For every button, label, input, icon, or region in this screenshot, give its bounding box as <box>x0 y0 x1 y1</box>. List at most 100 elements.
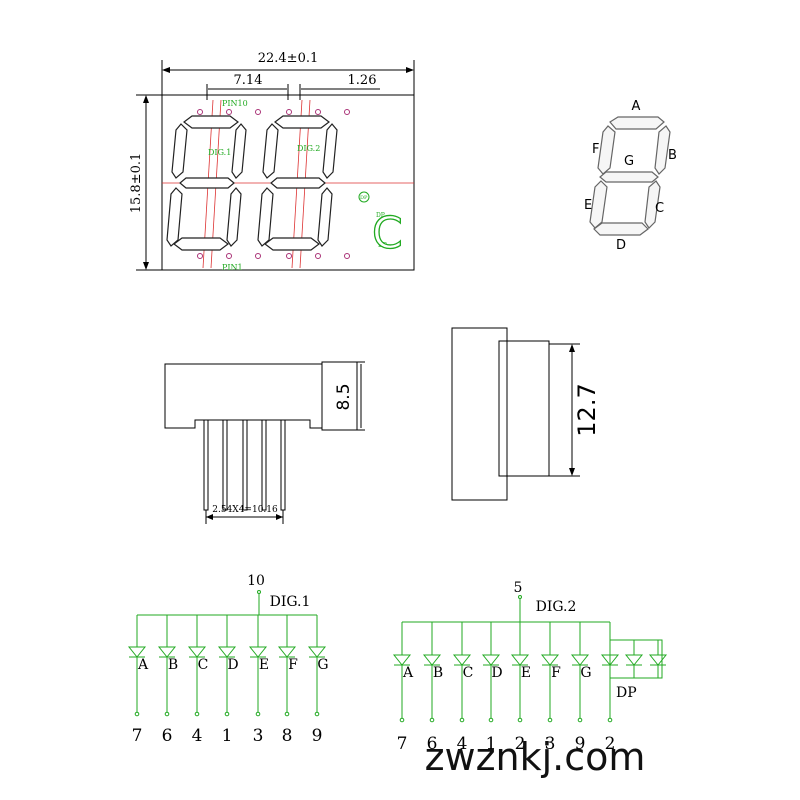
dig1-pin-number: 4 <box>192 726 203 746</box>
dig1-segment-label: F <box>288 657 298 673</box>
dig1-front-label: DIG.1 <box>208 148 231 157</box>
dig2-pin-terminal <box>607 717 613 723</box>
dig2-title: DIG.2 <box>536 599 577 615</box>
dig1-segment-label: B <box>168 657 178 673</box>
dig2-pin-number: 3 <box>545 734 556 754</box>
dig2-pin-number: 2 <box>515 734 526 754</box>
dig2-pin-terminal <box>488 717 494 723</box>
pin1-label: PIN1 <box>222 263 243 272</box>
dig1-pin-terminal <box>314 711 320 717</box>
width-dimension-text: 22.4±0.1 <box>258 51 319 66</box>
dig1-common-pin: 10 <box>247 573 265 589</box>
digit-2-front <box>257 115 338 251</box>
pin-pads <box>197 109 350 259</box>
dig1-pin-terminal <box>284 711 290 717</box>
end-pin-block <box>498 340 550 477</box>
pin10-label: PIN10 <box>222 99 248 108</box>
degree-symbol <box>358 191 370 203</box>
dig2-diode-symbol <box>422 654 442 666</box>
digit-1-front <box>166 115 247 251</box>
dig2-diode-symbol <box>392 654 412 666</box>
side-body-outline <box>164 361 358 431</box>
dig2-dp-label: DP <box>616 685 637 701</box>
schematic-dig1: 10 DIG.1 A 7 B 6 C 4 D 1 E 3 F 8 G 9 <box>127 573 329 746</box>
segment-label-b: B <box>668 148 677 163</box>
dp-network-frame <box>609 639 663 679</box>
dig1-pin-number: 9 <box>312 726 323 746</box>
dig1-segment-label: C <box>198 657 209 673</box>
dig2-pin-terminal <box>577 717 583 723</box>
side-view: 8.5 2.54X4=10.16 <box>164 361 365 524</box>
dig2-diode-symbol <box>481 654 501 666</box>
dig1-segment-label: A <box>137 657 149 673</box>
dig2-pin-terminal <box>547 717 553 723</box>
end-view: 12.7 <box>451 327 601 501</box>
dp-label-bottom: DP <box>378 242 387 249</box>
segment-label-d: D <box>616 238 626 253</box>
dig1-pin-number: 1 <box>222 726 233 746</box>
dig1-segment-label: G <box>317 657 328 673</box>
dig2-segment-label: E <box>521 665 531 681</box>
dig2-pin-number: 7 <box>397 734 408 754</box>
dig1-pin-number: 7 <box>132 726 143 746</box>
dig1-diode-symbol <box>127 646 147 658</box>
dp-label-mid: DP <box>376 212 385 219</box>
segment-label-g: G <box>624 154 634 169</box>
dig1-diode-symbol <box>187 646 207 658</box>
dig1-pin-terminal <box>134 711 140 717</box>
dig2-pin-number: 1 <box>486 734 497 754</box>
segment-label-c: C <box>655 201 664 216</box>
dig1-pin-terminal <box>255 711 261 717</box>
watermark-text: zwznkj.com <box>425 735 646 779</box>
segment-label-f: F <box>592 142 599 157</box>
dig2-diode-symbol <box>452 654 472 666</box>
side-pins <box>203 419 286 511</box>
pitch-dimension-text: 7.14 <box>234 73 263 88</box>
dig1-title: DIG.1 <box>270 594 311 610</box>
dig1-segment-label: D <box>227 657 238 673</box>
dig2-pin-number: 6 <box>427 734 438 754</box>
dig2-segment-label: A <box>402 665 414 681</box>
celsius-symbol: C <box>372 208 403 259</box>
dig1-diode-symbol <box>307 646 327 658</box>
dig2-pin-number: 2 <box>605 734 616 754</box>
dig2-front-label: DIG.2 <box>297 144 320 153</box>
dig1-pin-terminal <box>194 711 200 717</box>
height-dimension-text: 15.8±0.1 <box>129 153 144 214</box>
dig1-diode-symbol <box>248 646 268 658</box>
dig2-common-pin: 5 <box>514 580 523 596</box>
dig1-diode-symbol <box>217 646 237 658</box>
end-height-dim: 12.7 <box>573 383 601 436</box>
dig2-segment-label: F <box>551 665 561 681</box>
pin-pitch-dim: 2.54X4=10.16 <box>212 505 278 515</box>
dig2-diode-symbol <box>540 654 560 666</box>
dig2-pin-number: 9 <box>575 734 586 754</box>
dig2-pin-number: 4 <box>457 734 468 754</box>
segment-label-a: A <box>632 99 641 114</box>
offset-dimension-text: 1.26 <box>348 73 377 88</box>
dig1-pin-number: 3 <box>253 726 264 746</box>
dp-diode-symbol <box>648 654 668 666</box>
dig2-diode-symbol <box>570 654 590 666</box>
dig2-pin-terminal <box>517 717 523 723</box>
dig2-pin-terminal <box>459 717 465 723</box>
dig2-pin-terminal <box>429 717 435 723</box>
dp-label-top: DP <box>360 195 368 201</box>
dig1-segment-label: E <box>259 657 269 673</box>
dig1-pin-number: 8 <box>282 726 293 746</box>
dig2-pin-terminal <box>399 717 405 723</box>
dig2-segment-label: B <box>433 665 443 681</box>
front-view: 22.4±0.1 7.14 1.26 15.8±0.1 <box>129 51 415 272</box>
dig2-segment-label: C <box>463 665 474 681</box>
dig1-pin-terminal <box>224 711 230 717</box>
body-height-dim: 8.5 <box>334 383 354 410</box>
segment-legend: A B C D E F G <box>584 99 677 253</box>
dig1-diode-symbol <box>277 646 297 658</box>
dig1-diode-symbol <box>157 646 177 658</box>
dig1-pin-terminal <box>164 711 170 717</box>
dp-diode-symbol <box>624 654 644 666</box>
segment-label-e: E <box>584 198 592 213</box>
dig1-pin-number: 6 <box>162 726 173 746</box>
